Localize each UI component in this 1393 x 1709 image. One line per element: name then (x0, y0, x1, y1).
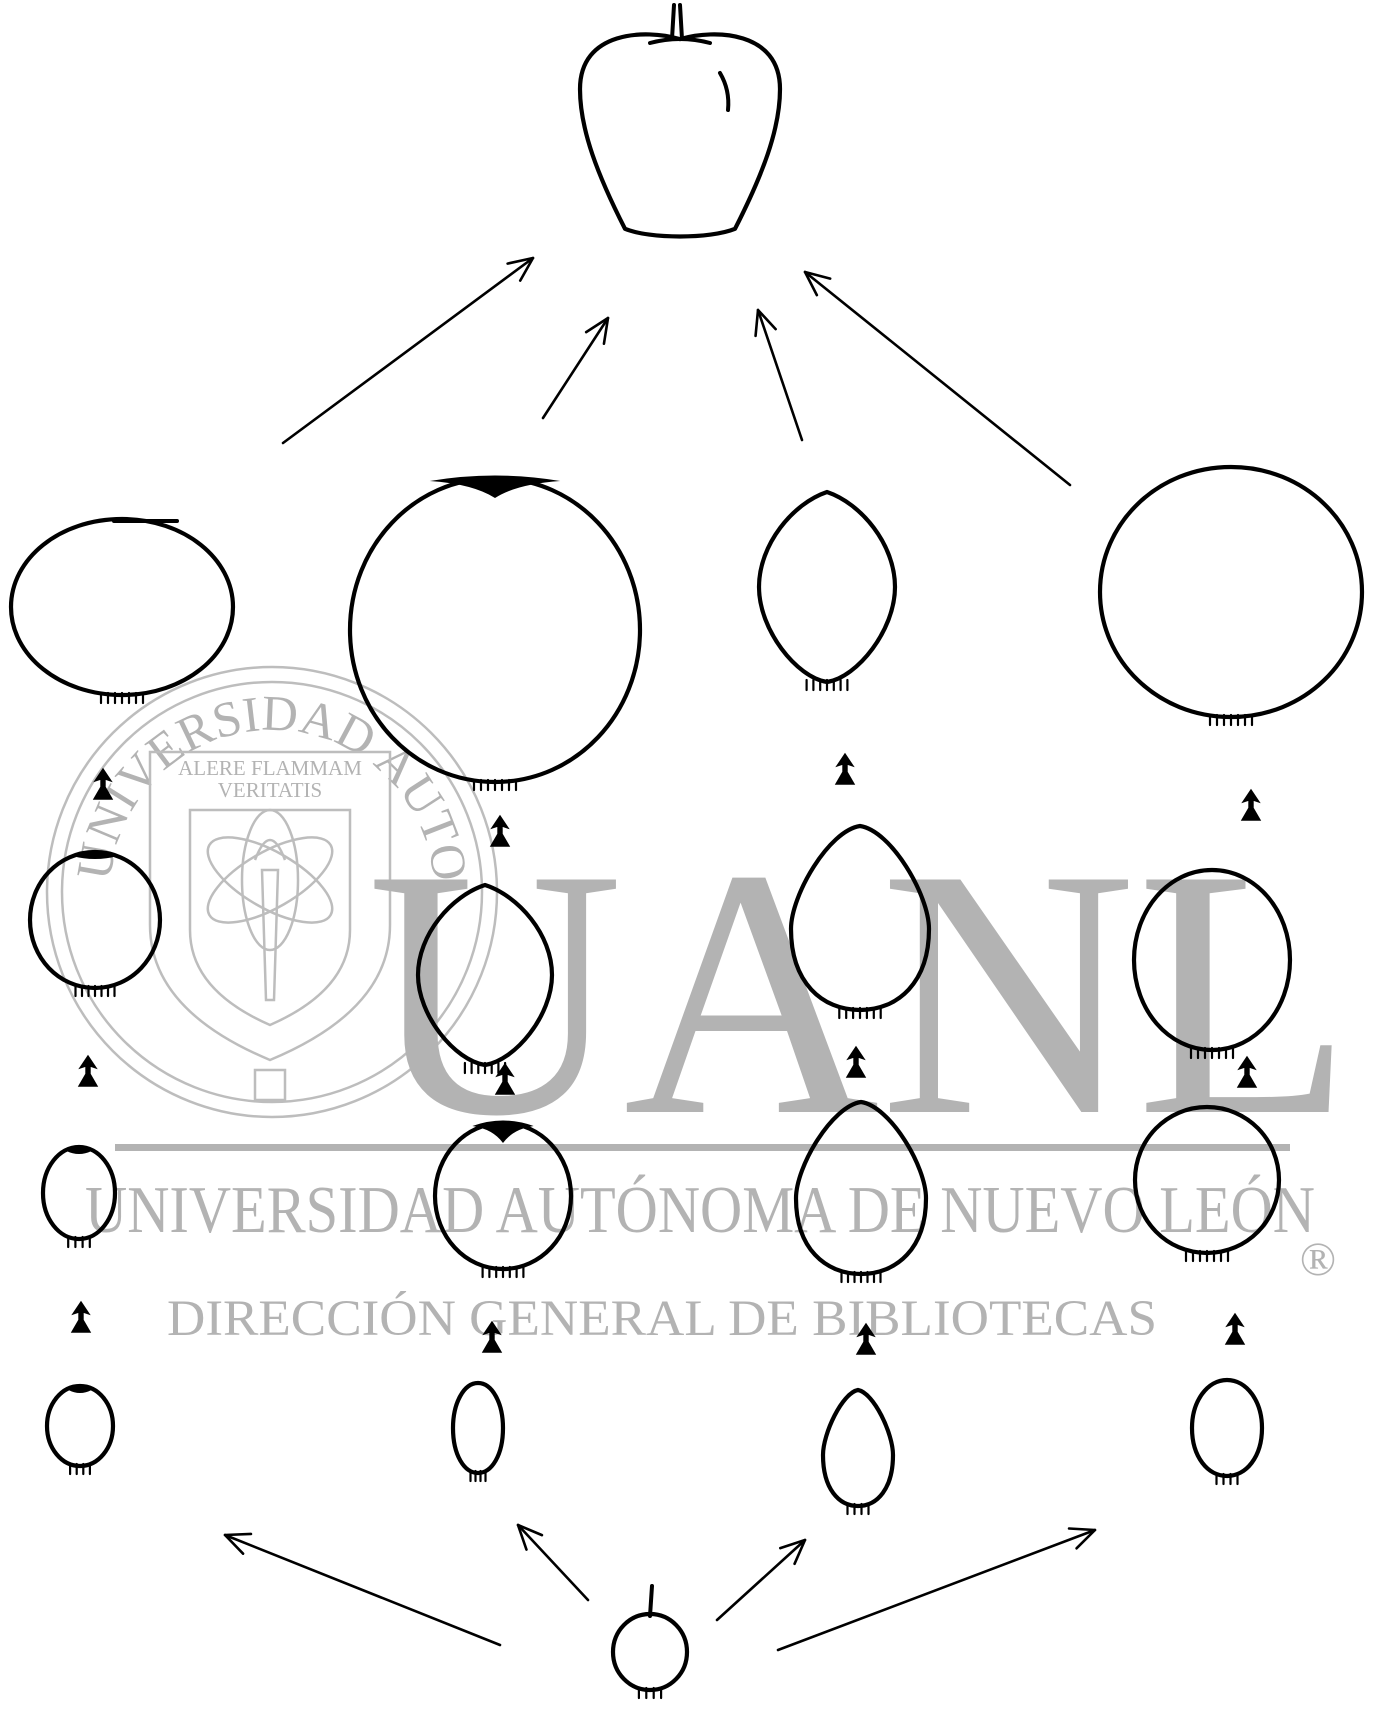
mini-arrow-col1-a (92, 767, 114, 800)
stage3-col3 (788, 823, 932, 1020)
mini-arrow-col1-b (77, 1054, 99, 1087)
mini-arrow-col3-c (855, 1322, 877, 1355)
arrow-col1-to-mature (281, 256, 535, 445)
stage1-col1 (44, 1383, 116, 1476)
arrow-origin-to-col4 (776, 1527, 1097, 1652)
stage4-col4 (1097, 464, 1365, 727)
library-name: DIRECCIÓN GENERAL DE BIBLIOTECAS (167, 1291, 1157, 1347)
stage4-col1 (8, 516, 236, 705)
stage1-col3 (820, 1387, 896, 1516)
seal-motto-line1: ALERE FLAMMAM (178, 756, 362, 780)
stage3-col2 (415, 882, 555, 1075)
mini-arrow-col2-c (481, 1320, 503, 1353)
mini-arrow-col2-a (489, 814, 511, 847)
arrow-origin-to-col2 (516, 1523, 590, 1602)
university-name: UNIVERSIDAD AUTÓNOMA DE NUEVO LEÓN (85, 1173, 1315, 1247)
uanl-watermark: UNIVERSIDAD AUTONOMA DE NUEVO LEON ALERE… (0, 0, 1353, 1347)
arrow-col2-to-mature (541, 316, 610, 420)
stage1-col4 (1189, 1377, 1265, 1486)
watermark-rule (115, 1144, 1290, 1151)
stage1-col2 (450, 1380, 506, 1483)
registered-mark: ® (1300, 1233, 1336, 1286)
arrow-origin-to-col1 (223, 1532, 502, 1647)
mini-arrow-col3-b (845, 1045, 867, 1078)
uanl-logo-text: UANL (367, 796, 1353, 1189)
arrow-col4-to-mature (803, 270, 1072, 487)
stage4-col2 (347, 475, 643, 792)
stage2-col1 (40, 1144, 118, 1249)
mini-arrow-col1-c (70, 1300, 92, 1333)
mini-arrow-col4-c (1224, 1312, 1246, 1345)
origin-fruit (610, 1584, 690, 1700)
development-arrows (70, 256, 1262, 1652)
mini-arrow-col4-a (1240, 788, 1262, 821)
mini-arrow-col2-b (494, 1062, 516, 1095)
fruit-stages (8, 3, 1365, 1700)
mini-arrow-col3-a (834, 752, 856, 785)
stage3-col1 (27, 849, 163, 998)
mature-apple (577, 3, 783, 239)
stage2-col4 (1132, 1104, 1282, 1263)
stage3-col4 (1131, 867, 1293, 1060)
stage2-col3 (793, 1099, 929, 1284)
seal-motto-line2: VERITATIS (218, 778, 322, 802)
arrow-origin-to-col3 (715, 1538, 807, 1622)
stage2-col2 (432, 1120, 574, 1279)
arrow-col3-to-mature (754, 308, 804, 442)
mini-arrow-col4-b (1236, 1055, 1258, 1088)
stage4-col3 (756, 489, 898, 692)
